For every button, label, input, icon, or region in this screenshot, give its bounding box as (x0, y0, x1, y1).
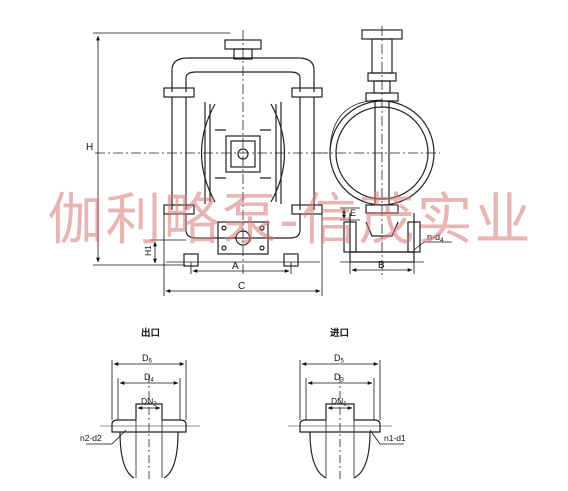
air-valve-inner (230, 140, 256, 168)
outlet-manifold-outer (171, 57, 315, 92)
outlet-title: 出口 (141, 327, 160, 339)
label-n2-d2: n2-d2 (80, 433, 102, 443)
label-DN1: DN1 (331, 396, 347, 408)
bolt-hole-4 (259, 245, 265, 251)
side-lower-flange (365, 204, 399, 214)
inlet-title: 进口 (330, 327, 349, 339)
bolt-hole-2 (259, 225, 265, 231)
outlet-manifold-inner (185, 71, 301, 92)
side-dimensions (340, 207, 452, 274)
label-D6: D6 (142, 353, 153, 365)
side-view (318, 26, 440, 275)
right-manifold-flange (291, 87, 323, 98)
label-n1-d1: n1-d1 (384, 433, 406, 443)
inlet-body-curves (309, 431, 371, 479)
inlet-manifold (185, 214, 301, 239)
right-lower-flange (291, 204, 323, 215)
n1d1-leader (369, 429, 381, 445)
label-DN2: DN2 (141, 396, 157, 408)
n-d4-leader (413, 241, 425, 251)
label-A: A (232, 261, 239, 272)
label-D3: D3 (334, 372, 345, 384)
inlet-port (235, 230, 251, 246)
label-n-d4: n-d4 (427, 232, 444, 244)
air-valve-block (225, 135, 261, 173)
outlet-body-curves (119, 431, 179, 479)
label-D4: D4 (144, 372, 155, 384)
side-base-plate (349, 251, 415, 263)
label-C: C (238, 281, 245, 292)
outlet-dimensions (86, 360, 187, 445)
side-inlet-neck (365, 221, 399, 237)
bolt-hole-3 (221, 245, 227, 251)
n2d2-leader (111, 429, 127, 445)
label-E: E (350, 208, 356, 218)
front-dimensions (93, 32, 323, 296)
air-valve-port (237, 148, 249, 160)
center-body-lines (215, 129, 271, 179)
outlet-detail (100, 375, 200, 480)
label-D5: D5 (334, 353, 345, 365)
label-H: H (86, 142, 93, 153)
side-housing-inner (335, 106, 429, 200)
top-flange-neck (233, 48, 253, 60)
inlet-flange-plate (217, 221, 269, 255)
label-H1: H1 (143, 245, 153, 256)
left-manifold-flange (163, 87, 195, 98)
bolt-hole-1 (221, 225, 227, 231)
front-view (95, 30, 330, 275)
left-lower-flange (163, 204, 195, 215)
inlet-detail (288, 375, 392, 480)
side-housing-rim (329, 99, 383, 154)
inlet-dimensions (299, 360, 404, 445)
label-B: B (378, 260, 385, 271)
